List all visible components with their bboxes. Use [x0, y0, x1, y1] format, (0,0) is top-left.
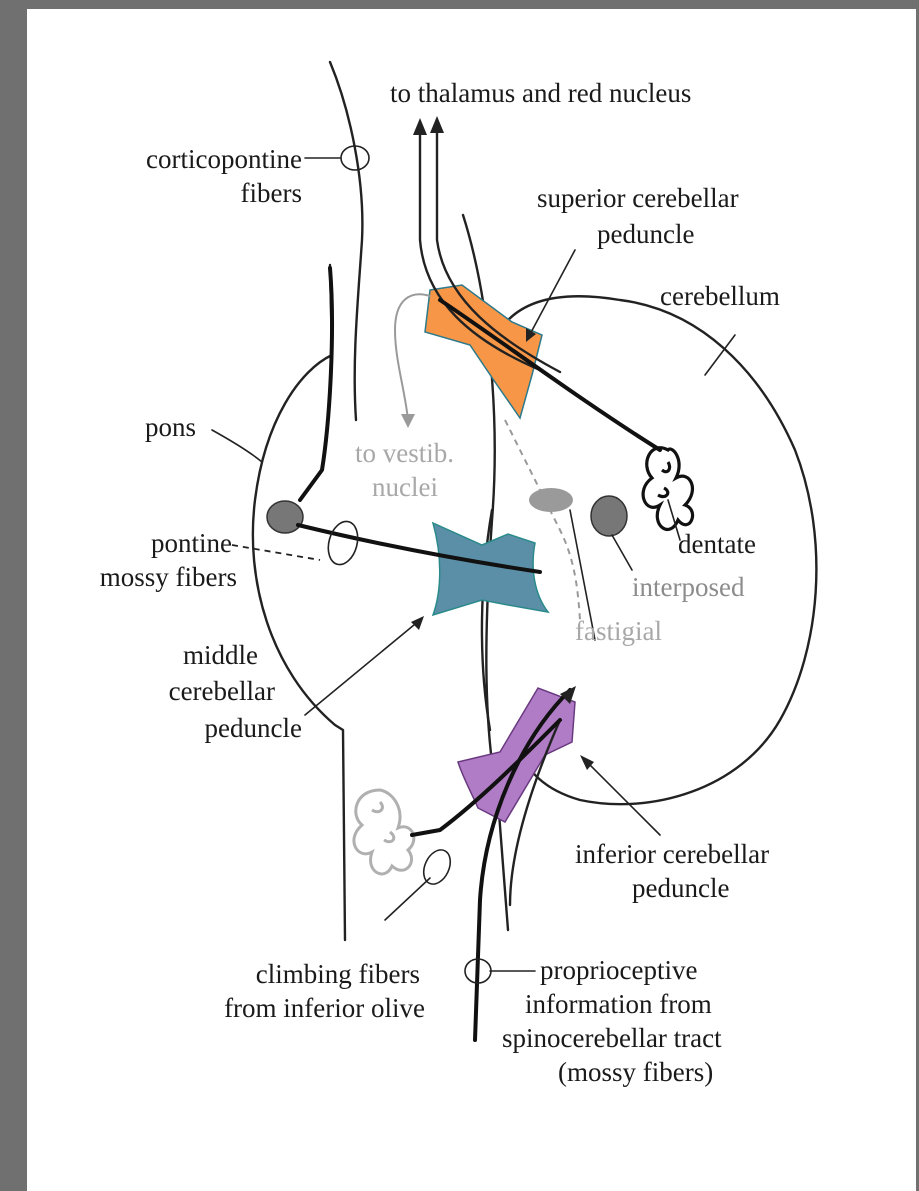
vestibular-fiber: [395, 294, 430, 420]
label-to-thalamus: to thalamus and red nucleus: [390, 78, 691, 108]
label-superior-1: superior cerebellar: [537, 183, 739, 213]
label-climbing-2: from inferior olive: [224, 993, 425, 1023]
corticopontine-fiber: [300, 268, 332, 500]
pons-leader: [212, 430, 262, 462]
middle-leader: [305, 620, 420, 715]
brainstem-left-upper-line: [330, 62, 362, 420]
dentate-nucleus: [643, 448, 692, 530]
middle-leader-arrow: [411, 616, 424, 630]
label-middle-1: middle: [183, 640, 258, 670]
vestibular-arrowhead: [401, 414, 415, 428]
pontine-leader: [232, 545, 320, 560]
superior-leader: [528, 250, 575, 338]
label-cerebellum: cerebellum: [660, 281, 780, 311]
label-pons: pons: [145, 412, 196, 442]
label-proprio-1: proprioceptive: [540, 955, 697, 985]
label-inferior-2: peduncle: [632, 873, 729, 903]
pontine-nucleus: [267, 501, 303, 533]
label-proprio-4: (mossy fibers): [558, 1057, 713, 1087]
label-proprio-2: information from: [525, 989, 712, 1019]
label-vestib-1: to vestib.: [355, 438, 454, 468]
pontine-fiber-bundle: [324, 518, 362, 568]
label-dentate: dentate: [678, 529, 756, 559]
inferior-olive: [354, 790, 414, 874]
interposed-nucleus: [591, 496, 627, 536]
climbing-leader: [385, 878, 430, 920]
label-middle-3: peduncle: [205, 713, 302, 743]
fastigial-nucleus: [529, 488, 573, 512]
label-climbing-1: climbing fibers: [256, 959, 420, 989]
interposed-leader: [612, 535, 632, 570]
climbing-fiber-bundle: [419, 846, 456, 889]
label-proprio-3: spinocerebellar tract: [502, 1023, 722, 1053]
label-vestib-2: nuclei: [372, 472, 438, 502]
label-middle-2: cerebellar: [169, 676, 275, 706]
label-corticopontine-1: corticopontine: [146, 144, 302, 174]
label-inferior-1: inferior cerebellar: [575, 839, 769, 869]
inferior-leader: [585, 760, 660, 835]
arrowhead-right: [430, 116, 444, 133]
label-superior-2: peduncle: [597, 219, 694, 249]
label-pontine-1: pontine: [151, 528, 232, 558]
label-interposed: interposed: [632, 572, 745, 602]
label-pontine-2: mossy fibers: [100, 562, 237, 592]
dentate-output-fiber: [440, 300, 660, 450]
arrowhead-left: [413, 118, 427, 135]
label-fastigial: fastigial: [575, 616, 662, 646]
label-corticopontine-2: fibers: [241, 178, 302, 208]
